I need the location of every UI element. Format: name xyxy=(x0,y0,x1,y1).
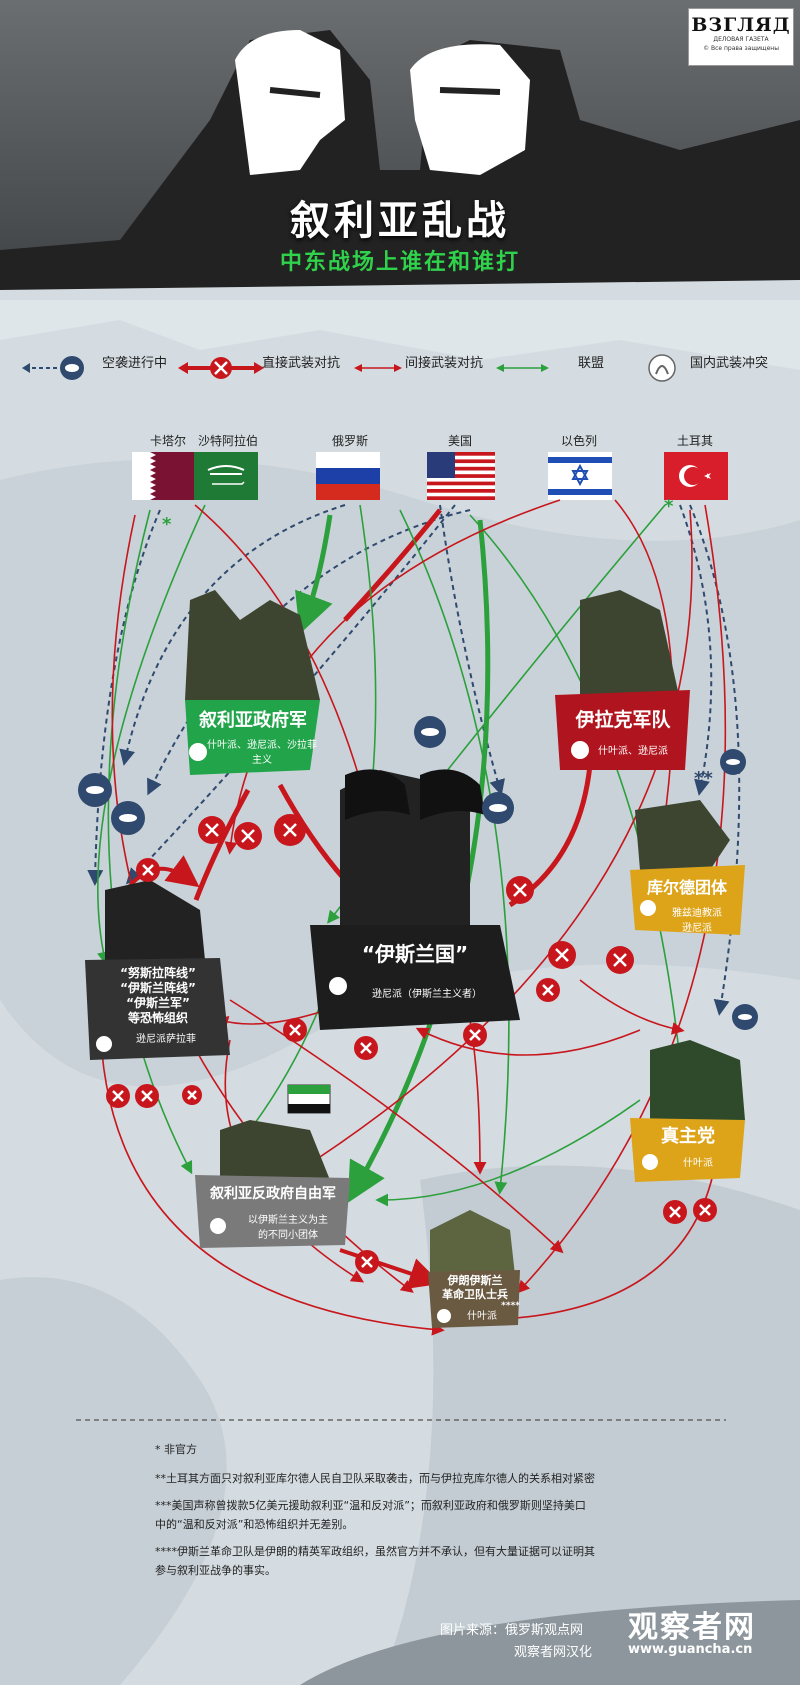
notes-divider xyxy=(76,1419,726,1421)
irgc-line-1: 伊朗伊斯兰 xyxy=(447,1274,503,1287)
kurds-sect-2: 逊尼派 xyxy=(682,923,712,934)
nusra-line-4: 等恐怖组织 xyxy=(127,1011,188,1025)
guancha-url: www.guancha.cn xyxy=(628,1642,753,1657)
hezbollah-sect: 什叶派 xyxy=(683,1158,713,1169)
sect-icon xyxy=(437,1309,451,1323)
vzglyad-logo: ВЗГЛЯД ДЕЛОВАЯ ГАЗЕТА © Все права защище… xyxy=(688,8,794,66)
fsa-sect-2: 的不同小团体 xyxy=(258,1230,318,1241)
fsa-sect-1: 以伊斯兰主义为主 xyxy=(248,1215,328,1226)
hezbollah-label: 真主党 什叶派 xyxy=(632,1122,744,1169)
sect-icon xyxy=(640,900,656,916)
footer-band xyxy=(0,1600,800,1685)
hezbollah-name: 真主党 xyxy=(661,1126,715,1147)
header-banner xyxy=(0,0,800,300)
footnote-3: ***美国声称曾拨款5亿美元援助叙利亚“温和反对派”；而叙利亚政府和俄罗斯则坚持… xyxy=(155,1499,586,1512)
syrian-army-sect: 什叶派、逊尼派、沙拉菲主义 xyxy=(207,740,317,766)
sect-icon xyxy=(329,977,347,995)
footnotes: * 非官方 **土耳其方面只对叙利亚库尔德人民自卫队采取袭击，而与伊拉克库尔德人… xyxy=(155,1440,675,1580)
sect-icon xyxy=(189,743,207,761)
nusra-sect: 逊尼派萨拉菲 xyxy=(136,1034,196,1045)
footnote-3b: 中的“温和反对派”和恐怖组织并无差别。 xyxy=(155,1518,354,1531)
qatar-flag-icon xyxy=(132,452,194,500)
nusra-shape xyxy=(85,958,230,1060)
legend-alliance: 联盟 xyxy=(578,356,605,371)
footnote-1: * 非官方 xyxy=(155,1443,197,1456)
source-line-2: 观察者网汉化 xyxy=(514,1645,593,1660)
irgc-shape xyxy=(428,1270,520,1328)
kurds-label: 库尔德团体 雅兹迪教派 逊尼派 xyxy=(632,874,742,934)
fsa-name: 叙利亚反政府自由军 xyxy=(210,1186,336,1202)
syrian-army-shape xyxy=(185,700,320,775)
flag-label-turkey: 土耳其 xyxy=(676,434,713,448)
iraq-army-label: 伊拉克军队 什叶派、逊尼派 xyxy=(558,705,688,757)
isis-shape xyxy=(310,925,520,1030)
irgc-stars: **** xyxy=(501,1301,520,1311)
isis-sect: 逊尼派（伊斯兰主义者） xyxy=(372,989,482,1000)
header-silhouettes xyxy=(0,30,800,300)
page-title: 叙利亚乱战 xyxy=(290,198,510,244)
israel-flag-icon xyxy=(548,452,612,500)
nusra-line-3: “伊斯兰军” xyxy=(126,996,190,1010)
source-line-1: 图片来源：俄罗斯观点网 xyxy=(440,1623,584,1638)
flag-label-russia: 俄罗斯 xyxy=(331,434,368,448)
image-source: 图片来源：俄罗斯观点网 观察者网汉化 xyxy=(440,1620,592,1664)
flag-label-usa: 美国 xyxy=(447,434,472,448)
legend-internal: 国内武装冲突 xyxy=(690,356,769,371)
logo-sub: ДЕЛОВАЯ ГАЗЕТА xyxy=(713,36,769,43)
hezbollah-shape xyxy=(630,1118,745,1182)
legend-direct: 直接武装对抗 xyxy=(262,356,341,371)
syrian-army-label: 叙利亚政府军 什叶派、逊尼派、沙拉菲主义 xyxy=(188,706,318,766)
isis-name: “伊斯兰国” xyxy=(361,942,469,966)
guancha-brand: 观察者网 xyxy=(628,1610,756,1645)
iraq-army-name: 伊拉克军队 xyxy=(575,709,671,731)
nusra-line-2: “伊斯兰阵线” xyxy=(120,981,196,995)
kurds-shape xyxy=(630,865,745,935)
logo-rights: © Все права защищены xyxy=(703,45,779,52)
asterisk-kurds: ** xyxy=(694,768,713,789)
kurds-name: 库尔德团体 xyxy=(646,878,727,897)
legend-indirect: 间接武装对抗 xyxy=(405,356,484,371)
legend-graphics xyxy=(22,354,676,382)
flag-label-qatar: 卡塔尔 xyxy=(149,434,186,448)
irgc-sect: 什叶派 xyxy=(467,1311,497,1322)
saudi-flag-icon xyxy=(194,452,258,500)
iraq-army-sect: 什叶派、逊尼派 xyxy=(598,746,668,757)
russia-flag-icon xyxy=(316,452,380,500)
asterisk-qatar: * xyxy=(162,514,172,535)
sect-icon xyxy=(571,741,589,759)
irgc-line-2: 革命卫队士兵 xyxy=(442,1288,508,1301)
irgc-label: 伊朗伊斯兰 革命卫队士兵 **** 什叶派 xyxy=(430,1274,520,1324)
flag-label-saudi: 沙特阿拉伯 xyxy=(197,434,258,448)
syrian-army-name: 叙利亚政府军 xyxy=(199,710,307,731)
nusra-line-1: “努斯拉阵线” xyxy=(120,966,196,980)
fsa-shape xyxy=(195,1175,350,1248)
legend-airstrike: 空袭进行中 xyxy=(102,356,168,371)
footnote-2: **土耳其方面只对叙利亚库尔德人民自卫队采取袭击，而与伊拉克库尔德人的关系相对紧… xyxy=(155,1472,595,1485)
page-subtitle: 中东战场上谁在和谁打 xyxy=(279,250,520,275)
footnote-4b: 参与叙利亚战争的事实。 xyxy=(155,1564,276,1577)
flag-label-israel: 以色列 xyxy=(560,434,597,448)
nusra-label: “努斯拉阵线” “伊斯兰阵线” “伊斯兰军” 等恐怖组织 逊尼派萨拉菲 xyxy=(88,966,228,1047)
kurds-sect-1: 雅兹迪教派 xyxy=(672,908,722,919)
footnote-4: ****伊斯兰革命卫队是伊朗的精英军政组织，虽然官方并不承认，但有大量证据可以证… xyxy=(155,1545,595,1558)
sect-icon xyxy=(210,1218,226,1234)
turkey-flag-icon xyxy=(664,452,728,500)
usa-flag-icon xyxy=(427,452,495,500)
asterisk-turkey: * xyxy=(664,496,674,517)
fsa-label: 叙利亚反政府自由军 以伊斯兰主义为主 的不同小团体 xyxy=(198,1183,348,1241)
isis-label: “伊斯兰国” 逊尼派（伊斯兰主义者） xyxy=(320,938,510,1000)
sect-icon xyxy=(642,1154,658,1170)
sect-icon xyxy=(96,1036,112,1052)
logo-main: ВЗГЛЯД xyxy=(691,14,791,36)
